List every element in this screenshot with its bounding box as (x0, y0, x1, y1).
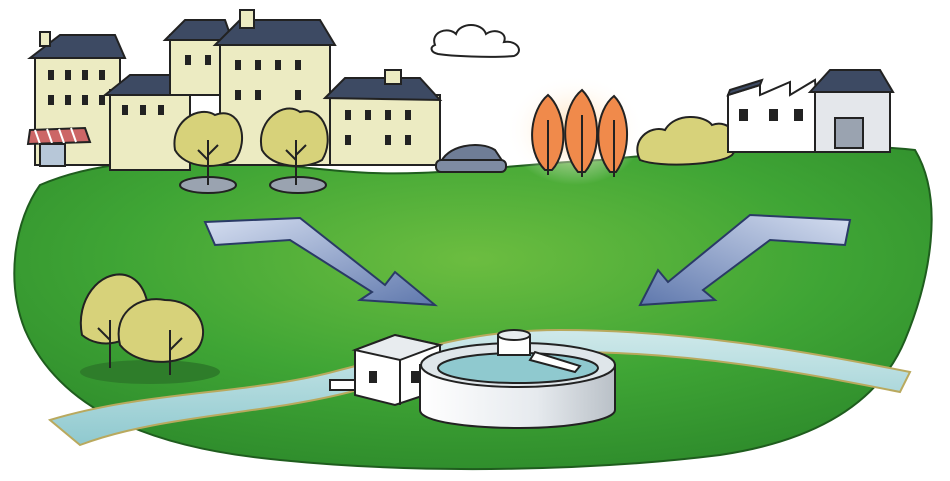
autumn-trees-icon (505, 75, 645, 185)
shrub-icon (637, 117, 737, 165)
factory-icon (728, 70, 893, 152)
car-icon (436, 145, 506, 172)
cloud-icon (432, 25, 519, 57)
